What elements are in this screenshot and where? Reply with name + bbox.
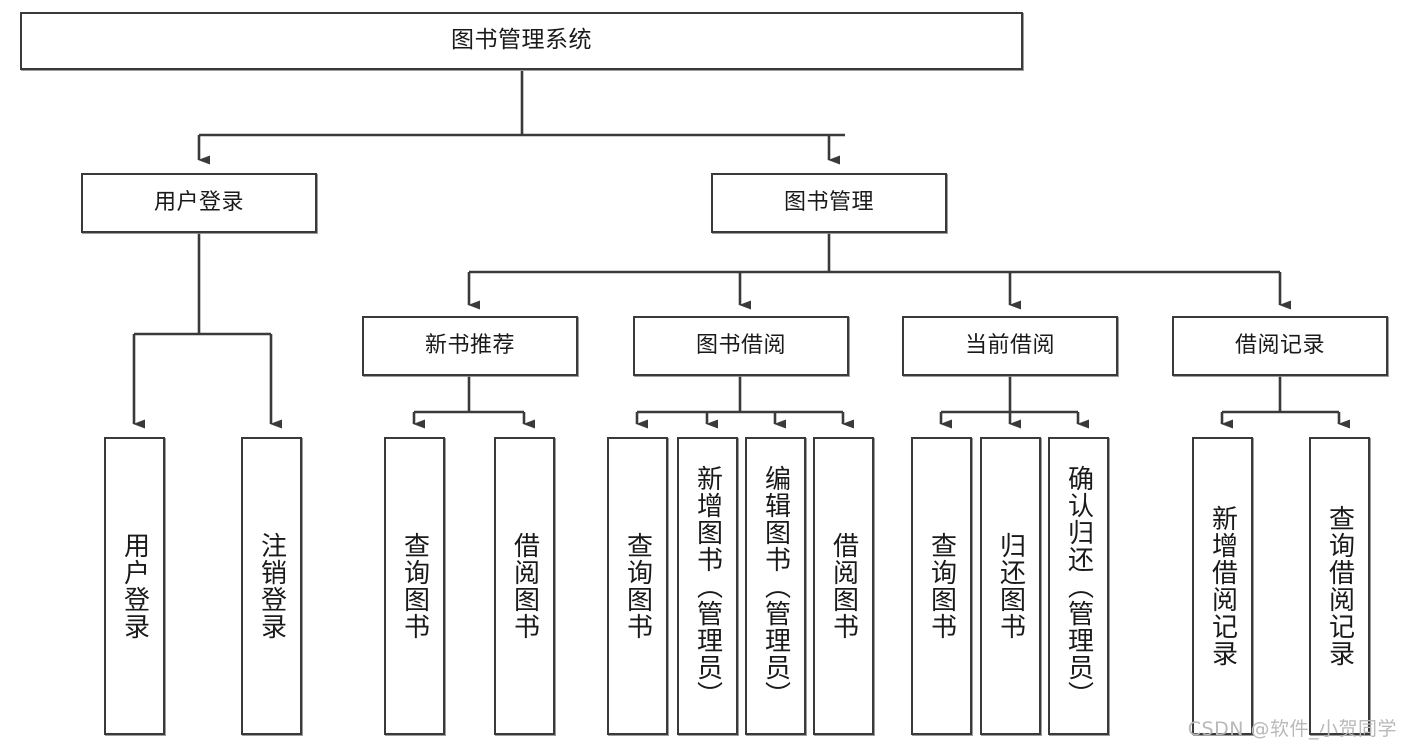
node-label: 图书管理系统: [451, 27, 592, 54]
node-label: 编辑图书（管理员）: [760, 464, 791, 708]
leaf-confirm-return-admin[interactable]: 确认归还（管理员）: [1048, 437, 1109, 735]
node-borrow-record[interactable]: 借阅记录: [1172, 316, 1388, 376]
leaf-query-book-recommend[interactable]: 查询图书: [384, 437, 445, 735]
leaf-logout[interactable]: 注销登录: [241, 437, 302, 735]
leaf-query-borrow-record[interactable]: 查询借阅记录: [1309, 437, 1370, 735]
node-label: 借阅记录: [1234, 333, 1325, 359]
node-label: 用户登录: [119, 532, 150, 640]
leaf-borrow-book[interactable]: 借阅图书: [813, 437, 874, 735]
csdn-watermark: CSDN @软件_小贺同学: [1187, 718, 1397, 740]
node-label: 借阅图书: [828, 532, 859, 640]
leaf-return-book[interactable]: 归还图书: [980, 437, 1041, 735]
node-label: 新增图书（管理员）: [692, 464, 723, 708]
node-label: 当前借阅: [964, 333, 1055, 359]
node-current-borrow[interactable]: 当前借阅: [902, 316, 1118, 376]
node-user-login[interactable]: 用户登录: [81, 173, 317, 233]
node-label: 图书管理: [783, 190, 874, 216]
node-label: 查询图书: [399, 532, 430, 640]
node-label: 查询图书: [926, 532, 957, 640]
node-label: 借阅图书: [509, 532, 540, 640]
node-label: 归还图书: [995, 532, 1026, 640]
leaf-add-borrow-record[interactable]: 新增借阅记录: [1192, 437, 1253, 735]
node-label: 新增借阅记录: [1207, 505, 1238, 667]
node-new-book-recommend[interactable]: 新书推荐: [362, 316, 578, 376]
node-label: 查询借阅记录: [1324, 505, 1355, 667]
node-label: 新书推荐: [424, 333, 515, 359]
leaf-borrow-book-recommend[interactable]: 借阅图书: [494, 437, 555, 735]
leaf-query-book-borrow[interactable]: 查询图书: [607, 437, 668, 735]
node-label: 图书借阅: [695, 333, 786, 359]
node-label: 确认归还（管理员）: [1063, 464, 1094, 708]
leaf-user-login[interactable]: 用户登录: [104, 437, 165, 735]
node-book-borrow[interactable]: 图书借阅: [633, 316, 849, 376]
leaf-edit-book-admin[interactable]: 编辑图书（管理员）: [745, 437, 806, 735]
node-root-system[interactable]: 图书管理系统: [20, 12, 1023, 70]
node-book-management[interactable]: 图书管理: [711, 173, 947, 233]
leaf-add-book-admin[interactable]: 新增图书（管理员）: [677, 437, 738, 735]
node-label: 注销登录: [256, 532, 287, 640]
leaf-query-book-current[interactable]: 查询图书: [911, 437, 972, 735]
node-label: 用户登录: [153, 190, 244, 216]
node-label: 查询图书: [622, 532, 653, 640]
